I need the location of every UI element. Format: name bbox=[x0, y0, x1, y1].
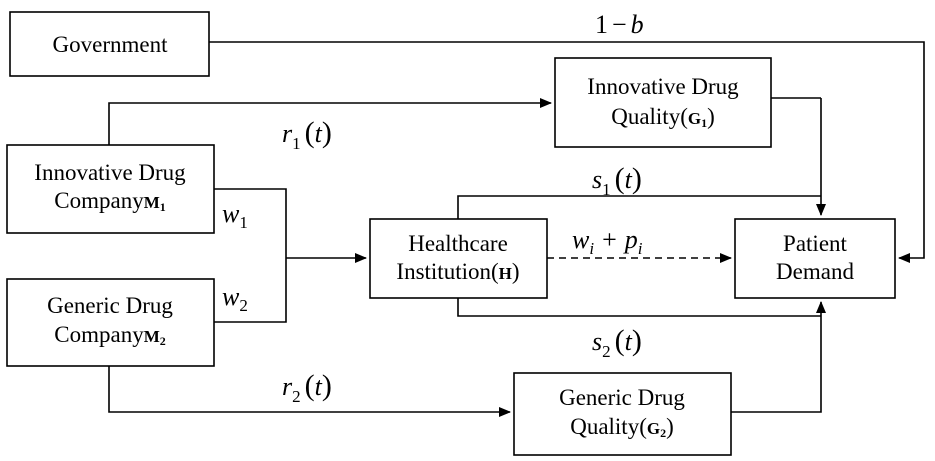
healthcare-line1: Healthcare bbox=[408, 231, 508, 256]
edge-generic-quality-to-demand bbox=[731, 301, 826, 413]
government-label: Government bbox=[53, 32, 169, 57]
label-one-minus-b: 1−b bbox=[595, 10, 644, 39]
generic-company-line2: CompanyM2 bbox=[54, 322, 166, 348]
generic-company-box bbox=[6, 278, 215, 367]
label-r2: r2(t) bbox=[282, 369, 332, 406]
edge-companies-to-healthcare bbox=[214, 188, 366, 323]
edge-healthcare-s1 bbox=[457, 195, 821, 219]
healthcare-line2: Institution(H) bbox=[396, 259, 519, 284]
generic-quality-line1: Generic Drug bbox=[559, 385, 685, 410]
label-s1: s1(t) bbox=[592, 162, 642, 199]
patient-demand-line1: Patient bbox=[783, 231, 847, 256]
government-box bbox=[9, 11, 210, 77]
generic-company-line1: Generic Drug bbox=[47, 293, 173, 318]
label-wi-plus-pi: wi+pi bbox=[572, 225, 643, 258]
innovative-quality-line2: Quality(G1) bbox=[611, 104, 715, 130]
innovative-company-line1: Innovative Drug bbox=[34, 160, 186, 185]
generic-quality-box bbox=[513, 372, 732, 456]
label-w1: w1 bbox=[222, 199, 248, 232]
innovative-quality-box bbox=[554, 57, 772, 148]
edge-healthcare-s2 bbox=[457, 298, 821, 317]
innovative-quality-line1: Innovative Drug bbox=[587, 74, 739, 99]
patient-demand-box bbox=[734, 218, 896, 299]
innovative-company-line2: CompanyM1 bbox=[54, 188, 166, 214]
label-s2: s2(t) bbox=[592, 324, 642, 361]
edge-generic-company-to-quality bbox=[108, 366, 511, 417]
edge-government-to-demand bbox=[209, 41, 925, 263]
generic-quality-line2: Quality(G2) bbox=[570, 414, 674, 440]
patient-demand-line2: Demand bbox=[776, 259, 854, 284]
innovative-company-box bbox=[6, 144, 215, 234]
edge-innovative-company-to-quality bbox=[108, 98, 552, 145]
label-w2: w2 bbox=[222, 282, 248, 315]
label-r1: r1(t) bbox=[282, 116, 332, 153]
edge-innovative-quality-to-demand bbox=[771, 97, 821, 215]
